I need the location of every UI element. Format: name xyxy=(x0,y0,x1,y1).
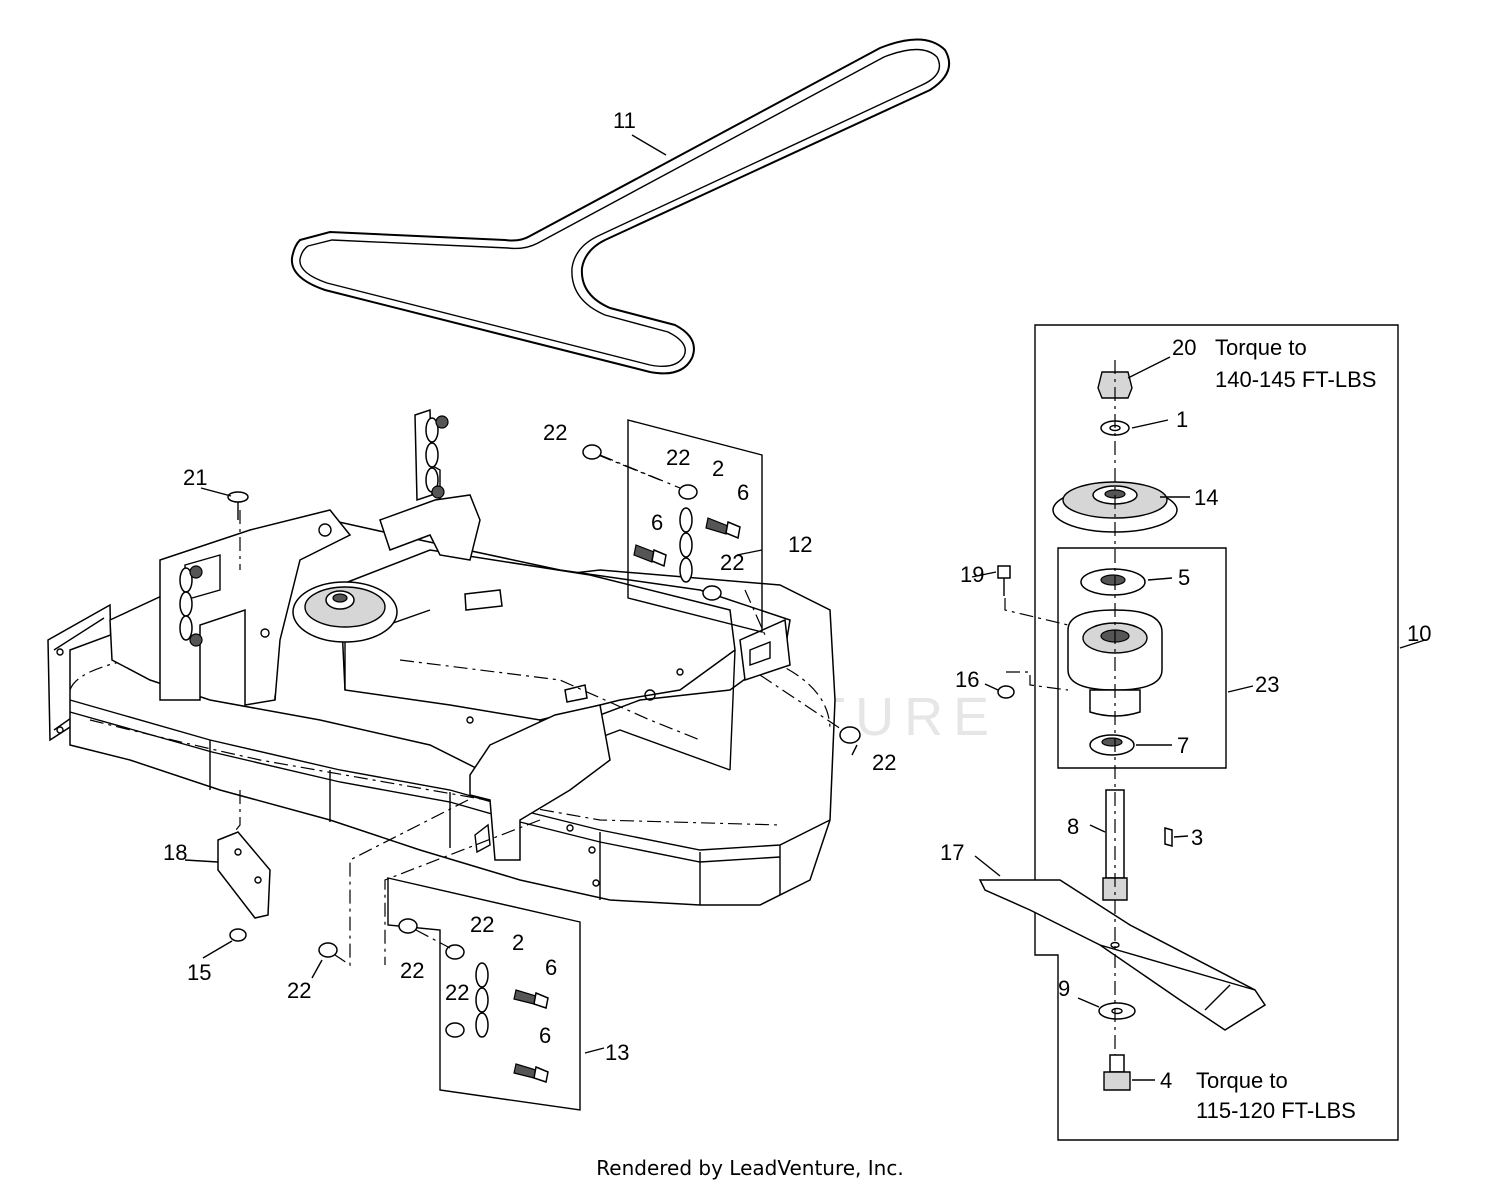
callout-13: 13 xyxy=(605,1040,629,1065)
callout-22: 22 xyxy=(872,750,896,775)
callout-22: 22 xyxy=(720,550,744,575)
callout-17: 17 xyxy=(940,840,964,865)
torque-note-top-line1: Torque to xyxy=(1215,335,1307,360)
callout-22: 22 xyxy=(470,912,494,937)
torque-notes: Torque to 140-145 FT-LBS Torque to 115-1… xyxy=(1196,335,1376,1123)
rear-lift-chain xyxy=(414,408,449,502)
rendered-by-footer: Rendered by LeadVenture, Inc. xyxy=(596,1156,904,1180)
callout-23: 23 xyxy=(1255,672,1279,697)
leader-lines xyxy=(184,134,1426,1081)
spindle-assembly-drawing xyxy=(978,324,1399,1141)
callout-1: 1 xyxy=(1176,407,1188,432)
callout-9: 9 xyxy=(1058,976,1070,1001)
callout-15: 15 xyxy=(187,960,211,985)
callout-10: 10 xyxy=(1407,621,1431,646)
left-lift-chain xyxy=(179,565,203,647)
callout-19: 19 xyxy=(960,562,984,587)
callout-6: 6 xyxy=(539,1023,551,1048)
callout-22: 22 xyxy=(445,980,469,1005)
callout-labels: 11 21 22 22 2 6 6 22 12 22 18 15 22 22 2… xyxy=(163,108,1431,1093)
callout-11: 11 xyxy=(613,108,636,133)
belt-drawing xyxy=(290,38,950,375)
callout-20: 20 xyxy=(1172,335,1196,360)
torque-note-bottom-line2: 115-120 FT-LBS xyxy=(1196,1098,1356,1123)
callout-5: 5 xyxy=(1178,565,1190,590)
part-18-15-drawing xyxy=(217,726,861,958)
torque-note-top-line2: 140-145 FT-LBS xyxy=(1215,367,1376,392)
callout-22: 22 xyxy=(543,420,567,445)
hardware-kit-12-drawing xyxy=(582,419,763,633)
callout-6: 6 xyxy=(737,480,749,505)
callout-22: 22 xyxy=(666,445,690,470)
callout-6: 6 xyxy=(545,955,557,980)
part-21-drawing xyxy=(227,491,249,520)
callout-16: 16 xyxy=(955,667,979,692)
hardware-kit-13-drawing xyxy=(387,877,581,1111)
callout-18: 18 xyxy=(163,840,187,865)
torque-note-bottom-line1: Torque to xyxy=(1196,1068,1288,1093)
callout-3: 3 xyxy=(1191,825,1203,850)
callout-8: 8 xyxy=(1067,814,1079,839)
exploded-parts-diagram: LEADVENTURE xyxy=(47,38,1431,1141)
callout-4: 4 xyxy=(1160,1068,1172,1093)
mower-deck-drawing xyxy=(47,408,851,967)
callout-12: 12 xyxy=(788,532,812,557)
callout-7: 7 xyxy=(1177,733,1189,758)
callout-22: 22 xyxy=(400,958,424,983)
callout-2: 2 xyxy=(512,930,524,955)
callout-2: 2 xyxy=(712,456,724,481)
callout-14: 14 xyxy=(1194,485,1218,510)
callout-6: 6 xyxy=(651,510,663,535)
callout-22: 22 xyxy=(287,978,311,1003)
callout-21: 21 xyxy=(183,465,207,490)
